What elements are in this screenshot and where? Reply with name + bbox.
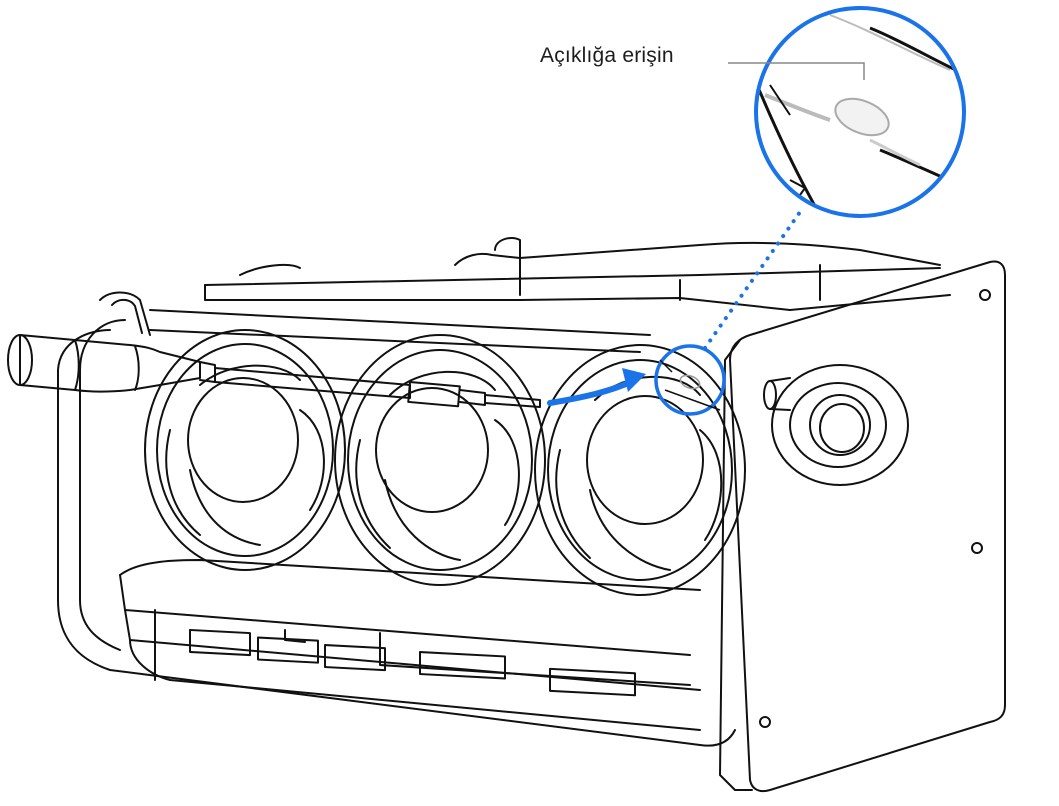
- fan-middle: [334, 334, 546, 586]
- bottom-tray: [119, 559, 701, 731]
- target-circle: [654, 344, 726, 416]
- magnifier-circle-icon: [754, 6, 966, 218]
- callout-leader: [728, 62, 865, 80]
- fan-left: [144, 329, 346, 571]
- side-panel: [719, 260, 1006, 793]
- curved-arrow-icon: [547, 368, 646, 406]
- dotted-connector: [703, 210, 802, 350]
- fan-right: [534, 344, 746, 596]
- chassis-frame: [57, 237, 951, 747]
- screwdriver-icon: [7, 334, 541, 408]
- power-connector: [763, 364, 909, 486]
- callout-label: Açıklığa erişin: [540, 44, 674, 67]
